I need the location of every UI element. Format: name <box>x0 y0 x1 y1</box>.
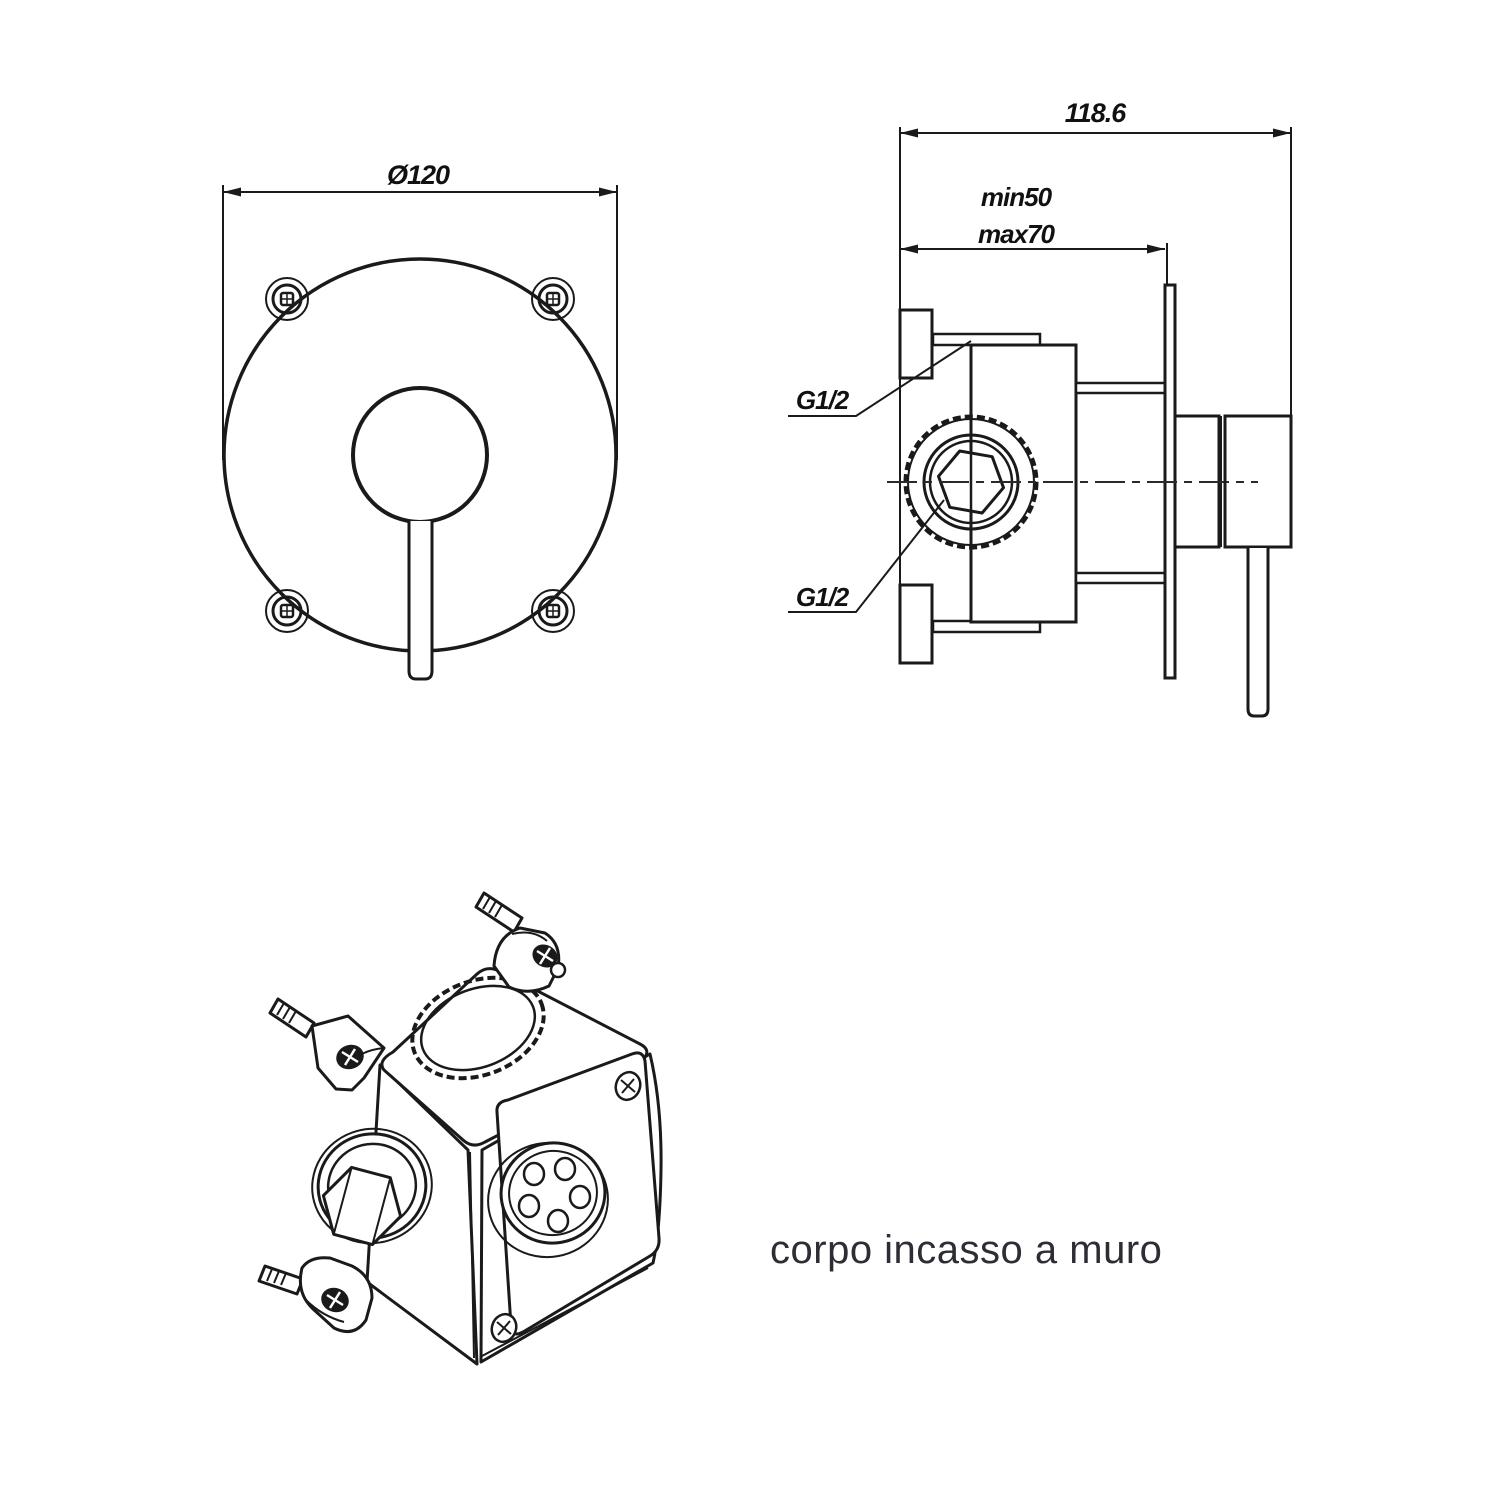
isometric-view <box>257 891 663 1366</box>
pipe-top <box>1074 381 1169 395</box>
leader-line-bottom <box>788 499 945 613</box>
plug-hole <box>568 1184 592 1210</box>
side-view: 118.6 min50 max70 <box>788 98 1293 718</box>
bracket-top-right <box>474 891 567 993</box>
top-opening <box>410 975 546 1081</box>
thread-label-top: G1/2 <box>796 385 850 415</box>
box-bottom-edge-inner <box>481 1267 649 1357</box>
bracket-band <box>492 926 561 993</box>
front-diameter-dimension: Ø120 <box>222 160 618 460</box>
front-cover-panel <box>487 1051 661 1344</box>
plug-hole <box>517 1193 541 1219</box>
thread-callout-top: G1/2 <box>788 340 972 417</box>
side-depth-range-dimension: min50 max70 <box>900 182 1168 287</box>
handle-lever-side <box>1246 548 1270 718</box>
body-port-top <box>931 332 1042 347</box>
depth-max-label: max70 <box>978 219 1055 249</box>
bracket-loop <box>549 961 567 979</box>
side-plate-and-handle <box>1163 283 1293 718</box>
thread-callout-bottom: G1/2 <box>788 499 945 613</box>
leader-line-top <box>788 340 972 417</box>
handle-knob-circle <box>351 386 489 524</box>
plug-hole <box>522 1161 546 1187</box>
depth-min-label: min50 <box>981 182 1053 212</box>
arrowhead-right-icon <box>1273 128 1291 138</box>
plug-hole <box>553 1156 577 1182</box>
side-centerline <box>887 458 1258 507</box>
box-front-edge <box>469 1151 475 1359</box>
diameter-label: Ø120 <box>387 160 450 190</box>
bracket-bottom-left <box>257 1256 374 1334</box>
handle-lever <box>407 521 434 681</box>
arrowhead-left-icon <box>223 187 241 197</box>
cartridge-face <box>903 414 1039 550</box>
side-overall-depth-dimension: 118.6 <box>899 98 1292 663</box>
arrowhead-left-icon <box>900 128 918 138</box>
overall-depth-label: 118.6 <box>1065 98 1128 128</box>
plug-hole <box>546 1208 570 1234</box>
panel-screw-icon <box>614 1070 642 1102</box>
thread-label-bottom: G1/2 <box>796 582 850 612</box>
pipe-bottom <box>1074 571 1169 585</box>
arrowhead-right-icon <box>599 187 617 197</box>
arrowhead-left-icon <box>900 244 918 254</box>
screw-bottom-left-icon <box>265 589 309 633</box>
arrowhead-right-icon <box>1147 244 1165 254</box>
screw-shaft <box>257 1264 305 1296</box>
side-port <box>311 1127 433 1247</box>
body-tab-bottom <box>898 583 934 665</box>
front-view: Ø120 <box>222 160 618 681</box>
caption: corpo incasso a muro <box>770 1228 1162 1272</box>
side-valve-body <box>898 308 1169 665</box>
bracket-middle-left <box>268 997 386 1092</box>
body-tab-top <box>898 308 934 380</box>
screw-shaft <box>474 891 524 934</box>
panel-screw-icon <box>490 1312 518 1344</box>
